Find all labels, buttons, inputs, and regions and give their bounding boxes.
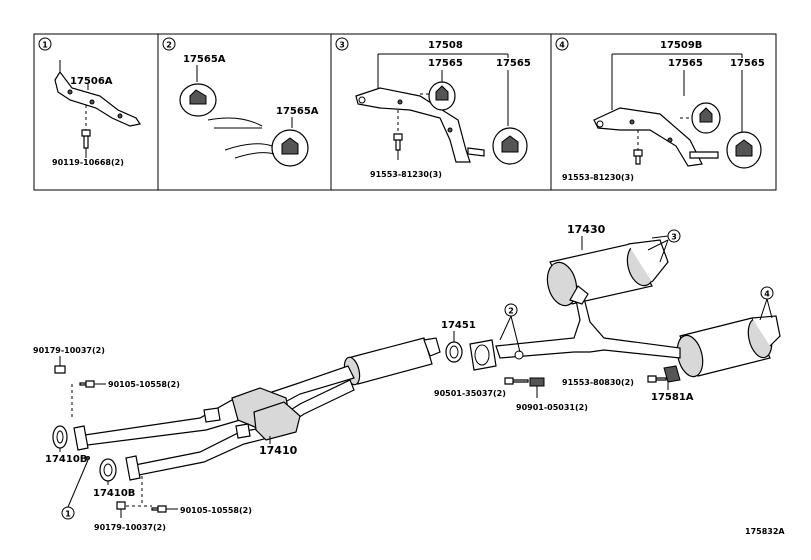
label-17508: 17508	[428, 40, 463, 51]
label-90105-10558-lower: 90105-10558(2)	[180, 506, 252, 515]
center-muffler	[347, 337, 433, 385]
nut-90179-upper	[54, 365, 66, 374]
bracket-17509b	[593, 107, 703, 167]
label-17565-3a: 17565	[428, 58, 463, 69]
label-17410b-lower: 17410B	[93, 488, 135, 499]
sensor-90901	[529, 377, 545, 387]
label-90119-10668: 90119-10668(2)	[52, 158, 124, 167]
detail-box-4-number: 4	[559, 41, 565, 50]
bolt-91553-box4	[633, 149, 643, 165]
bracket-17581a	[663, 365, 681, 383]
bracket-17508	[355, 87, 471, 163]
detail-box-1-number: 1	[42, 41, 48, 50]
label-91553-80830: 91553-80830(2)	[562, 378, 634, 387]
label-90105-10558-upper: 90105-10558(2)	[108, 380, 180, 389]
bracket-17506a	[54, 70, 141, 127]
label-17506a: 17506A	[70, 76, 113, 87]
label-17430: 17430	[567, 223, 606, 236]
label-17565a-bottom: 17565A	[276, 106, 319, 117]
label-91553-81230-box3: 91553-81230(3)	[370, 170, 442, 179]
label-17581a: 17581A	[651, 392, 694, 403]
label-17410: 17410	[259, 444, 298, 457]
label-17565-4b: 17565	[730, 58, 765, 69]
detail-box-1: 1 17506A 90119-10668(2)	[33, 33, 159, 191]
label-17509b: 17509B	[660, 40, 702, 51]
figure-id: 175832A	[745, 527, 785, 536]
bolt-90119	[81, 129, 91, 149]
bolt-90105-lower	[151, 505, 167, 513]
tail-pipe-assembly	[495, 297, 681, 359]
detail-box-4: 4 17509B 17565 17565 91553-81230(3)	[550, 33, 777, 191]
label-90501-35037: 90501-35037(2)	[434, 389, 506, 398]
label-17565a-top: 17565A	[183, 54, 226, 65]
catalytic-converter-lower	[253, 401, 301, 441]
detail-box-2: 2 17565A 17565A	[157, 33, 332, 191]
callout-3: 3	[671, 233, 677, 242]
label-17565-4a: 17565	[668, 58, 703, 69]
detail-box-3-number: 3	[339, 41, 345, 50]
callout-4: 4	[764, 290, 770, 299]
bolt-91553-80830	[647, 375, 667, 383]
bolt-91553-box3	[393, 133, 403, 151]
detail-box-3: 3 17508 17565 17565 91553-81230(3)	[330, 33, 552, 191]
label-91553-81230-box4: 91553-81230(3)	[562, 173, 634, 182]
label-17565-3b: 17565	[496, 58, 531, 69]
label-17451: 17451	[441, 320, 476, 331]
bolt-90501	[504, 377, 529, 385]
label-90179-10037-lower: 90179-10037(2)	[94, 523, 166, 532]
main-exhaust-drawing: 17430 3 4 2 17451	[33, 223, 781, 532]
label-17410b-upper: 17410B	[45, 454, 87, 465]
label-90179-10037-upper: 90179-10037(2)	[33, 346, 105, 355]
nut-90179-lower	[116, 501, 126, 510]
detail-box-2-number: 2	[166, 41, 172, 50]
bolt-90105-upper	[79, 380, 95, 388]
callout-1: 1	[65, 510, 71, 519]
callout-2: 2	[508, 307, 514, 316]
label-90901-05031: 90901-05031(2)	[516, 403, 588, 412]
